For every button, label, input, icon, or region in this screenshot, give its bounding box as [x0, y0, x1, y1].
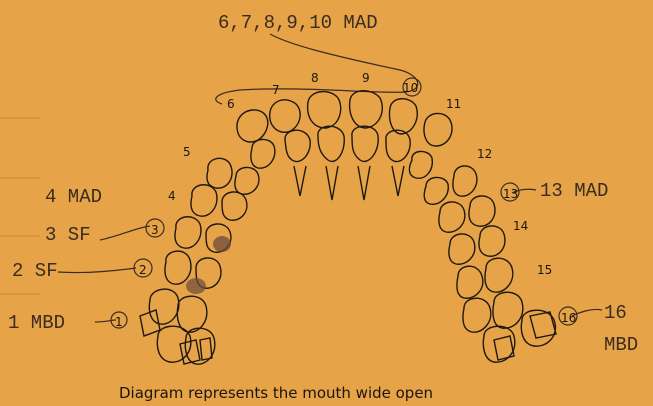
label-mbd: MBD: [604, 334, 638, 356]
label-4-mad: 4 MAD: [45, 186, 102, 208]
tooth-number-15: 15: [537, 263, 552, 277]
tooth-number-5: 5: [183, 145, 191, 159]
label-1-mbd: 1 MBD: [8, 312, 65, 334]
upper-arch: [237, 91, 452, 200]
right-posterior: [409, 151, 556, 362]
filling-marker: [186, 278, 206, 294]
tooth-number-16: 16: [561, 311, 576, 325]
tooth-number-3: 3: [151, 223, 159, 237]
tooth-number-1: 1: [115, 315, 123, 329]
label-13-mad: 13 MAD: [540, 180, 608, 202]
tooth-number-8: 8: [311, 71, 319, 85]
tooth-number-9: 9: [362, 71, 370, 85]
tooth-number-7: 7: [272, 83, 280, 97]
label-2-sf: 2 SF: [12, 260, 58, 282]
tooth-numbers: 1 2 3 4 5 6 7 8 9 10 11 12 13 14 15 16: [115, 71, 576, 329]
tooth-number-4: 4: [168, 189, 176, 203]
leader-lines: [58, 34, 602, 328]
tooth-number-10: 10: [403, 81, 418, 95]
tooth-number-11: 11: [446, 97, 461, 111]
tooth-number-6: 6: [227, 97, 235, 111]
tooth-number-12: 12: [477, 147, 492, 161]
label-16: 16: [604, 302, 627, 324]
label-3-sf: 3 SF: [45, 224, 91, 246]
tooth-number-2: 2: [139, 263, 147, 277]
filling-marker: [213, 236, 231, 252]
tooth-number-13: 13: [503, 187, 518, 201]
diagram-caption: Diagram represents the mouth wide open: [119, 384, 433, 402]
header-label: 6,7,8,9,10 MAD: [218, 12, 378, 34]
left-posterior: [140, 139, 275, 364]
tooth-number-14: 14: [513, 219, 528, 233]
